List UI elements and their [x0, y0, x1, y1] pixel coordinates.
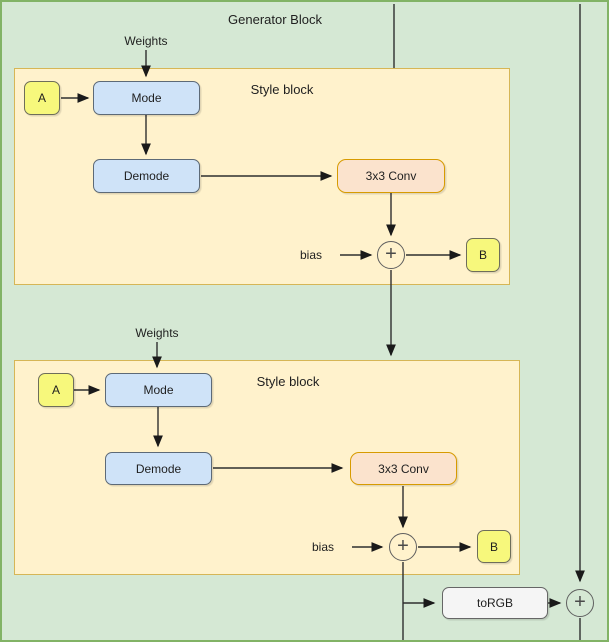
diagram-title: Generator Block: [228, 12, 322, 27]
demode-node-2-label: Demode: [135, 461, 182, 476]
plus-circle-icon-2: +: [389, 533, 417, 561]
demode-node-1-label: Demode: [123, 169, 170, 183]
mode-node-1: Mode: [93, 81, 200, 115]
style-block-1-label: Style block: [250, 82, 314, 97]
b-node-1: B: [466, 238, 500, 272]
a-node-1-label: A: [37, 91, 46, 105]
a-node-2-label: A: [51, 383, 60, 397]
conv-node-1-label: 3x3 Conv: [365, 169, 417, 183]
mode-node-2-label: Mode: [143, 383, 174, 397]
mode-node-1-label: Mode: [131, 91, 162, 105]
plus-circle-icon-3: +: [566, 589, 594, 617]
conv-node-2: 3x3 Conv: [350, 452, 457, 485]
weights-label-1: Weights: [124, 34, 168, 48]
conv-node-2-label: 3x3 Conv: [378, 461, 429, 476]
plus-sign-1: +: [385, 243, 397, 265]
b-node-2-label: B: [489, 539, 498, 554]
demode-node-1: Demode: [93, 159, 200, 193]
mode-node-2: Mode: [105, 373, 212, 407]
plus-circle-icon-1: +: [377, 241, 405, 269]
a-node-1: A: [24, 81, 60, 115]
weights-label-2: Weights: [135, 326, 179, 340]
torgb-node-label: toRGB: [476, 596, 513, 610]
conv-node-1: 3x3 Conv: [337, 159, 445, 193]
bias-label-2: bias: [311, 540, 334, 554]
torgb-node: toRGB: [442, 587, 548, 619]
a-node-2: A: [38, 373, 74, 407]
plus-sign-2: +: [397, 535, 409, 557]
bias-label-1: bias: [299, 248, 322, 262]
b-node-2: B: [477, 530, 511, 563]
b-node-1-label: B: [478, 248, 487, 262]
plus-sign-3: +: [574, 591, 586, 613]
style-block-2-label: Style block: [256, 374, 320, 389]
demode-node-2: Demode: [105, 452, 212, 485]
